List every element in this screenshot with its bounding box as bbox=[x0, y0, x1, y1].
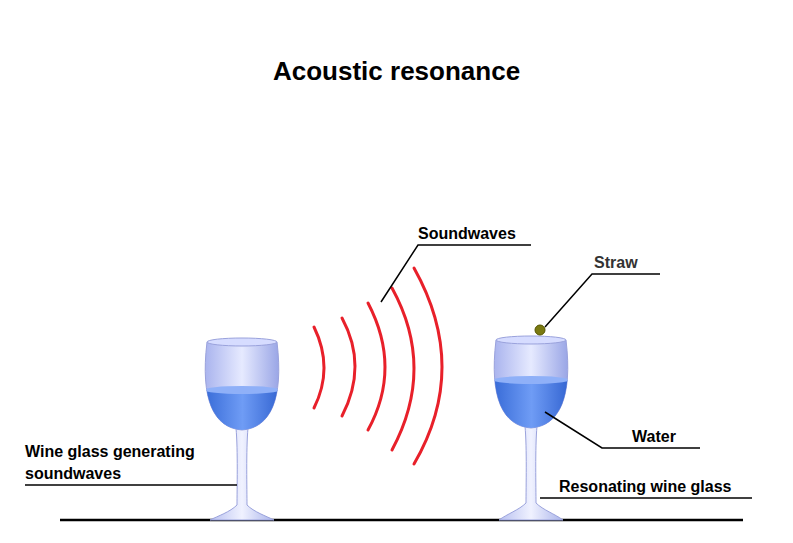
straw-dot bbox=[535, 325, 545, 335]
water-label: Water bbox=[632, 426, 676, 448]
left-wine-glass bbox=[195, 338, 290, 520]
straw-label: Straw bbox=[594, 252, 638, 274]
source-glass-label: Wine glass generating soundwaves bbox=[25, 441, 230, 485]
resonating-glass-label: Resonating wine glass bbox=[559, 476, 731, 498]
soundwaves-label: Soundwaves bbox=[418, 223, 516, 245]
ground-line bbox=[60, 519, 743, 522]
diagram-title: Acoustic resonance bbox=[273, 56, 520, 86]
leader-lines bbox=[25, 245, 752, 498]
soundwaves bbox=[314, 268, 442, 464]
